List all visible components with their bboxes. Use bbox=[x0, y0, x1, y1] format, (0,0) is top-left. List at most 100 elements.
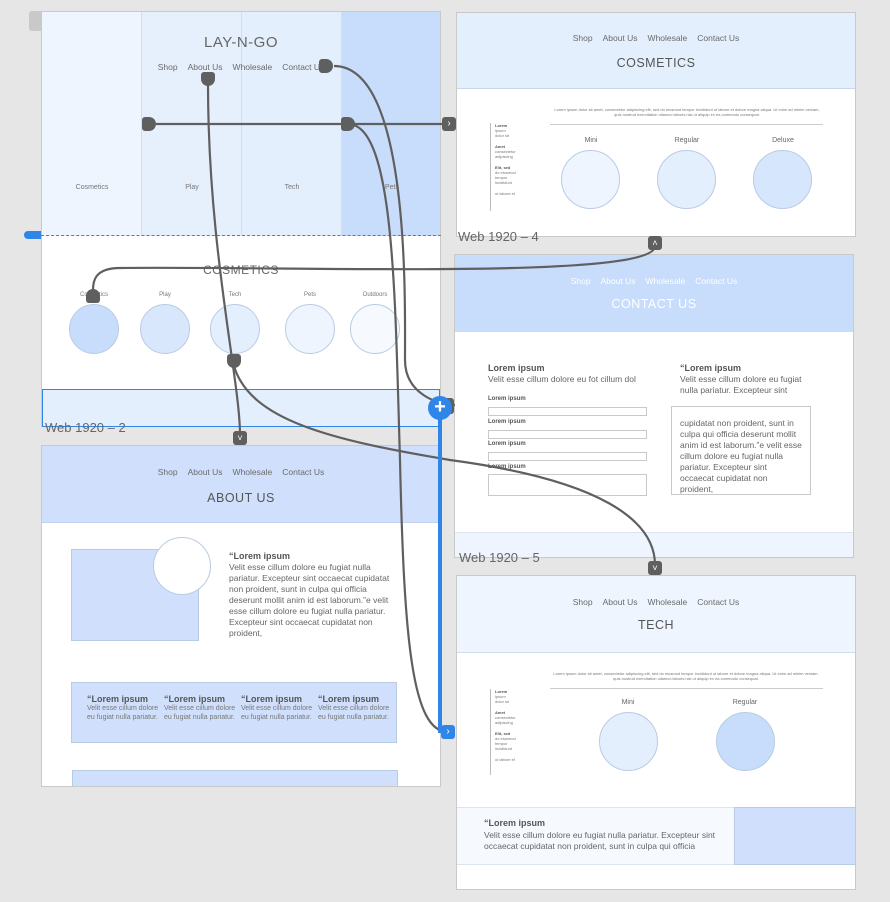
about-bottom-bar bbox=[72, 770, 398, 786]
tech-side-line-3b: tempor bbox=[495, 741, 508, 746]
tech-side-line-3c: incididunt bbox=[495, 746, 512, 751]
about-nav: Shop About Us Wholesale Contact Us bbox=[42, 467, 440, 477]
home-nav: Shop About Us Wholesale Contact Us bbox=[42, 62, 440, 72]
nav-wholesale[interactable]: Wholesale bbox=[647, 597, 688, 607]
tech-side-title-2: Amet bbox=[495, 710, 506, 715]
connector-handle-icon[interactable] bbox=[201, 72, 215, 86]
artboard-about[interactable]: Shop About Us Wholesale Contact Us ABOUT US… bbox=[41, 445, 441, 787]
nav-about[interactable]: About Us bbox=[600, 276, 636, 286]
chevron-down-icon[interactable]: ˅ bbox=[233, 431, 247, 445]
wire-pets-to-tech bbox=[347, 122, 449, 734]
connector-handle-icon[interactable] bbox=[341, 117, 355, 131]
contact-field-1[interactable] bbox=[488, 407, 647, 416]
contact-field-3[interactable] bbox=[488, 452, 647, 461]
chevron-right-icon[interactable]: › bbox=[441, 725, 455, 739]
contact-nav: Shop About Us Wholesale Contact Us bbox=[455, 276, 853, 286]
home-cat-circle-2[interactable] bbox=[140, 304, 190, 354]
cosmetics-side-line-2a: consectetur bbox=[495, 149, 516, 154]
home-footer-bar bbox=[42, 390, 440, 426]
plus-icon[interactable]: + bbox=[428, 396, 452, 420]
artboard-label-home[interactable]: Web 1920 – 2 bbox=[45, 420, 126, 435]
home-col-label-4: Pets bbox=[384, 184, 399, 191]
about-header bbox=[42, 446, 440, 523]
home-cat-circle-4[interactable] bbox=[285, 304, 335, 354]
nav-about[interactable]: About Us bbox=[602, 597, 638, 607]
connector-handle-icon[interactable] bbox=[142, 117, 156, 131]
home-cat-label-4: Pets bbox=[303, 292, 316, 298]
contact-field-2[interactable] bbox=[488, 430, 647, 439]
nav-wholesale[interactable]: Wholesale bbox=[645, 276, 686, 286]
home-cat-circle-5[interactable] bbox=[350, 304, 400, 354]
cosmetics-intro: Lorem ipsum dolor sit amet, consectetur … bbox=[554, 107, 820, 117]
about-card-heading-4: “Lorem ipsum bbox=[318, 694, 380, 704]
home-cat-label-3: Tech bbox=[228, 292, 242, 298]
hotspot-dashed-line bbox=[41, 235, 441, 236]
cosmetics-tier-circle-3[interactable] bbox=[753, 150, 812, 209]
hotspot-drag-handle[interactable] bbox=[24, 231, 41, 239]
cosmetics-header bbox=[457, 13, 855, 89]
artboard-cosmetics[interactable]: Shop About Us Wholesale Contact Us COSMETIC… bbox=[456, 12, 856, 237]
cosmetics-side-footer: ut labore et bbox=[495, 191, 516, 196]
nav-about[interactable]: About Us bbox=[187, 62, 223, 72]
home-cat-circle-3[interactable] bbox=[210, 304, 260, 354]
cosmetics-side-line-2b: adipiscing bbox=[495, 154, 513, 159]
contact-field-label-3: Lorem ipsum bbox=[488, 441, 526, 447]
artboard-tech[interactable]: Shop About Us Wholesale Contact Us TECH Lor… bbox=[456, 575, 856, 890]
nav-shop[interactable]: Shop bbox=[157, 62, 178, 72]
wire-about-link bbox=[206, 83, 242, 436]
tech-side-title-3: Elit, sed bbox=[495, 731, 511, 736]
nav-shop[interactable]: Shop bbox=[570, 276, 591, 286]
home-section-title: COSMETICS bbox=[203, 263, 279, 277]
cosmetics-title: COSMETICS bbox=[616, 56, 696, 70]
connector-handle-icon[interactable] bbox=[319, 59, 333, 73]
nav-wholesale[interactable]: Wholesale bbox=[647, 33, 688, 43]
home-cat-circle-1[interactable] bbox=[69, 304, 119, 354]
tech-title: TECH bbox=[637, 618, 675, 632]
about-cards-strip bbox=[71, 682, 397, 743]
nav-contact[interactable]: Contact Us bbox=[697, 597, 740, 607]
nav-wholesale[interactable]: Wholesale bbox=[232, 467, 273, 477]
nav-contact[interactable]: Contact Us bbox=[695, 276, 738, 286]
chevron-down-icon[interactable]: ˅ bbox=[648, 561, 662, 575]
about-quote-text: Velit esse cillum dolore eu fugiat nulla… bbox=[229, 562, 390, 638]
cosmetics-side-title-3: Elit, sed bbox=[495, 165, 511, 170]
chevron-up-icon[interactable]: ˄ bbox=[648, 236, 662, 250]
tech-side-line-2b: adipiscing bbox=[495, 720, 513, 725]
tech-tier-circle-2[interactable] bbox=[716, 712, 775, 771]
about-title: ABOUT US bbox=[207, 491, 275, 505]
contact-message-box[interactable]: cupidatat non proident, sunt in culpa qu… bbox=[671, 406, 811, 495]
connector-handle-icon[interactable] bbox=[86, 289, 100, 303]
cosmetics-tier-label-2: Regular bbox=[674, 137, 700, 144]
artboard-tab-marker bbox=[29, 11, 43, 31]
tech-tier-circle-1[interactable] bbox=[599, 712, 658, 771]
tech-side-footer: ut labore et bbox=[495, 757, 516, 762]
contact-right-subtitle: Velit esse cillum dolore eu fugiat nulla… bbox=[680, 374, 802, 395]
tech-tier-label-1: Mini bbox=[621, 699, 635, 706]
chevron-right-icon[interactable]: › bbox=[442, 117, 456, 131]
nav-contact[interactable]: Contact Us bbox=[282, 467, 325, 477]
about-card-text-1: Velit esse cillum dolore eu fugiat nulla… bbox=[87, 705, 159, 721]
about-image-circle bbox=[153, 537, 211, 595]
tech-nav: Shop About Us Wholesale Contact Us bbox=[457, 597, 855, 607]
nav-shop[interactable]: Shop bbox=[572, 33, 593, 43]
about-card-text-3: Velit esse cillum dolore eu fugiat nulla… bbox=[241, 705, 313, 721]
about-card-heading-3: “Lorem ipsum bbox=[241, 694, 303, 704]
nav-about[interactable]: About Us bbox=[602, 33, 638, 43]
cosmetics-tier-circle-2[interactable] bbox=[657, 150, 716, 209]
nav-about[interactable]: About Us bbox=[187, 467, 223, 477]
artboard-label-contact[interactable]: Web 1920 – 5 bbox=[459, 550, 540, 565]
about-quote-heading: “Lorem ipsum bbox=[229, 551, 291, 561]
tech-divider bbox=[550, 688, 823, 689]
nav-contact[interactable]: Contact Us bbox=[282, 62, 325, 72]
artboard-label-cosmetics[interactable]: Web 1920 – 4 bbox=[458, 229, 539, 244]
connector-handle-icon[interactable] bbox=[227, 354, 241, 368]
tech-side-line-1b: dolor sit bbox=[495, 699, 510, 704]
nav-shop[interactable]: Shop bbox=[572, 597, 593, 607]
nav-contact[interactable]: Contact Us bbox=[697, 33, 740, 43]
nav-wholesale[interactable]: Wholesale bbox=[232, 62, 273, 72]
about-card-1: “Lorem ipsum Velit esse cillum dolore eu… bbox=[87, 694, 159, 722]
tech-side-title-1: Lorem bbox=[495, 689, 508, 694]
cosmetics-tier-circle-1[interactable] bbox=[561, 150, 620, 209]
nav-shop[interactable]: Shop bbox=[157, 467, 178, 477]
